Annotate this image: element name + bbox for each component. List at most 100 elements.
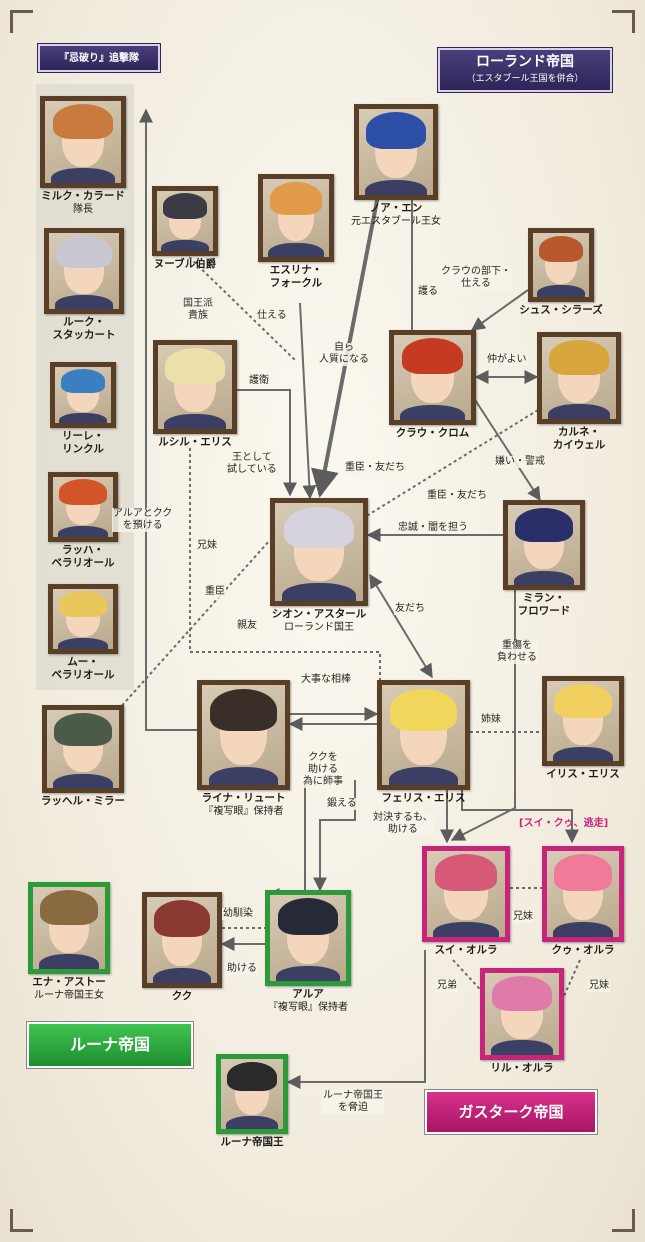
dotted-kuu-lil — [559, 959, 581, 1006]
line-lucile-sion — [236, 389, 297, 497]
name-calne: カルネ・カイウェル — [552, 426, 606, 451]
rel-luna-kyouhaku: ルーナ帝国王を脅迫 — [322, 1090, 384, 1114]
luna-empire-badge: ルーナ帝国 — [27, 1022, 193, 1068]
roland-empire-label: ローランド帝国 — [476, 54, 574, 70]
frame-corner-bl — [10, 1209, 33, 1232]
name-noubel: ヌーブル伯爵 — [153, 258, 217, 270]
portrait-milan — [503, 500, 585, 590]
dotted-noubel-sion — [184, 252, 296, 361]
portrait-sui — [422, 846, 510, 942]
rel-ou-toshite: 王として試している — [226, 452, 278, 476]
line-sion-ferris — [369, 573, 433, 679]
portrait-lil — [480, 968, 564, 1060]
rel-osananajimi: 幼馴染 — [222, 908, 254, 920]
portrait-kuu — [542, 846, 624, 942]
name-lachel: ラッヘル・ミラー — [41, 795, 125, 807]
line-noa-sion — [311, 184, 382, 498]
portrait-sion — [270, 498, 368, 606]
portrait-mu — [48, 584, 118, 654]
portrait-sus — [528, 228, 594, 302]
dotted-calne-sion — [359, 409, 539, 521]
name-kuu: クゥ・オルラ — [551, 944, 615, 956]
portrait-milk — [40, 96, 126, 188]
rel-naka-ga-yoi: 仲がよい — [486, 354, 528, 366]
portrait-claugh — [389, 330, 476, 425]
name-sus: シュス・シラーズ — [519, 304, 603, 316]
sub-sion: ローランド国王 — [284, 622, 354, 633]
portrait-lire — [50, 362, 116, 428]
portrait-lachel — [42, 705, 124, 793]
rel-tsukaeru: 仕える — [256, 310, 288, 322]
frame-corner-br — [612, 1209, 635, 1232]
sui-kuu-escape-label: [スイ・クゥ、逃走] — [519, 818, 609, 829]
line-esslina-sion — [299, 302, 317, 500]
rel-kokuou-ha: 国王派貴族 — [182, 298, 214, 322]
line-sus-claugh — [470, 289, 529, 331]
portrait-noa — [354, 104, 438, 200]
portrait-lunaking — [216, 1054, 288, 1134]
portrait-ena — [28, 882, 110, 974]
rel-mizukara: 自ら人質になる — [318, 342, 370, 366]
line-ferris-kuu — [461, 790, 579, 844]
roland-empire-sub: （エスタブール王国を併合） — [466, 74, 584, 84]
frame-corner-tr — [612, 10, 635, 33]
name-lucile: ルシル・エリス — [158, 436, 232, 448]
rel-jushin-tomodachi-2: 重臣・友だち — [426, 490, 488, 502]
portrait-ryner — [197, 680, 290, 790]
pursuit-unit-title: 『忌破り』追撃隊 — [38, 44, 160, 72]
portrait-calne — [537, 332, 621, 424]
portrait-lapha — [48, 472, 118, 542]
name-arua: アルア『複写眼』保持者 — [268, 988, 348, 1013]
rel-jushou: 重傷を負わせる — [496, 640, 538, 664]
rel-kyoudai: 兄妹 — [196, 540, 218, 552]
line-ryner-milk — [139, 108, 197, 731]
portrait-kuku — [142, 892, 222, 988]
portrait-ferris — [377, 680, 470, 790]
rel-kitaeru: 鍛える — [326, 798, 358, 810]
rel-kirai-keikai: 嫌い・警戒 — [494, 456, 546, 468]
line-ferris-arua — [313, 780, 356, 892]
rel-kyoudai-r: 兄妹 — [588, 980, 610, 992]
rel-taiketsu: 対決するも、助ける — [372, 812, 434, 836]
name-ryner: ライナ・リュート『複写眼』保持者 — [201, 792, 286, 817]
portrait-iris — [542, 676, 624, 766]
rel-kuku-tasukeru: ククを助ける為に師事 — [302, 752, 344, 788]
rel-chusei-yami: 忠誠・闇を担う — [397, 522, 469, 534]
rel-tomodachi: 友だち — [394, 603, 426, 615]
rel-goei: 護衛 — [248, 375, 270, 387]
portrait-luke — [44, 228, 124, 314]
portrait-arua — [265, 890, 351, 986]
name-iris: イリス・エリス — [546, 768, 620, 780]
name-milk: ミルク・カラード隊長 — [41, 190, 125, 215]
name-ena: エナ・アストールーナ帝国王女 — [32, 976, 106, 1001]
rel-claugh-buka: クラウの部下・仕える — [440, 266, 512, 290]
name-lil: リル・オルラ — [490, 1062, 554, 1074]
sub-noa: 元エスタブール王女 — [351, 216, 441, 227]
name-lunaking: ルーナ帝国王 — [220, 1136, 284, 1148]
name-mu: ムー・ベラリオール — [51, 656, 115, 681]
gastark-empire-badge: ガスターク帝国 — [425, 1090, 597, 1134]
name-ferris: フェリス・エリス — [381, 792, 466, 804]
rel-mamoru: 護る — [417, 286, 439, 298]
line-claugh-milan — [469, 391, 541, 502]
sub-arua: 『複写眼』保持者 — [268, 1002, 348, 1013]
name-claugh: クラウ・クロム — [395, 427, 470, 439]
name-esslina: エスリナ・フォークル — [269, 264, 323, 289]
name-sui: スイ・オルラ — [434, 944, 498, 956]
rel-arua-kuku: アルアとククを預ける — [112, 508, 174, 532]
rel-daiji-aibou: 大事な相棒 — [300, 674, 352, 686]
sub-milk: 隊長 — [72, 204, 93, 215]
name-kuku: クク — [171, 990, 193, 1002]
pursuit-unit-label: 『忌破り』追撃隊 — [59, 53, 139, 64]
luna-empire-label: ルーナ帝国 — [69, 1035, 150, 1054]
line-sui-lunaking — [286, 950, 426, 1089]
rel-shinyuu: 親友 — [236, 620, 258, 632]
sub-ena: ルーナ帝国王女 — [34, 990, 104, 1001]
portrait-esslina — [258, 174, 334, 262]
rel-jushin: 重臣 — [204, 586, 226, 598]
rel-jushin-tomodachi-1: 重臣・友だち — [344, 462, 406, 474]
name-lapha: ラッハ・ベラリオール — [51, 544, 115, 569]
sub-ryner: 『複写眼』保持者 — [203, 806, 284, 817]
